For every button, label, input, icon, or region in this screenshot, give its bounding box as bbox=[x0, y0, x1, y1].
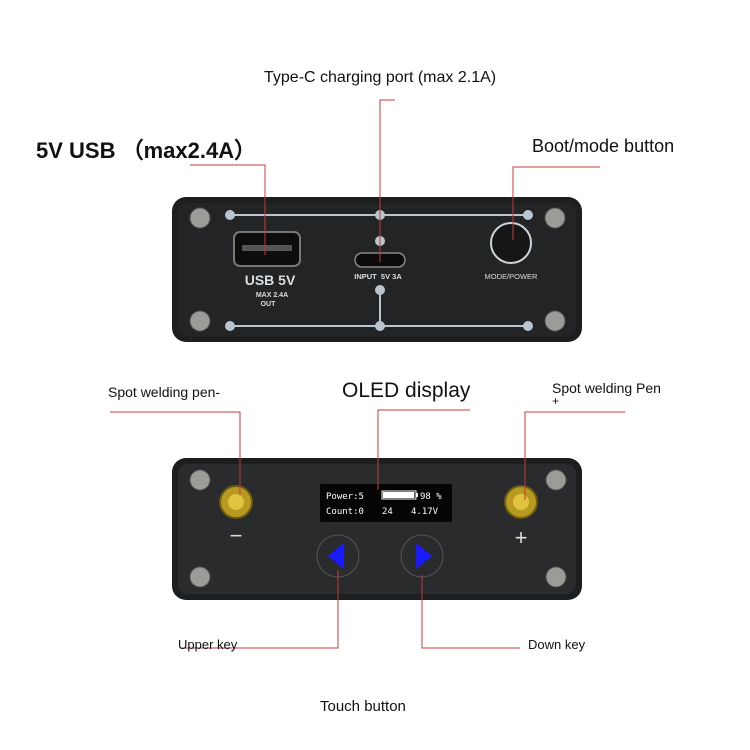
boot-label: Boot/mode button bbox=[532, 136, 675, 156]
front-panel: USB 5V MAX 2.4A OUT INPUT 5V 3A MODE/POW… bbox=[172, 197, 582, 342]
minus-label: − bbox=[230, 523, 243, 548]
right-arrow-icon bbox=[416, 543, 432, 569]
oled-voltage: 4.17V bbox=[411, 507, 439, 517]
screw-icon bbox=[189, 469, 567, 588]
oled-display: Power:5 98 % Count:0 24 4.17V bbox=[320, 484, 452, 522]
pen-minus-label: Spot welding pen- bbox=[108, 384, 221, 400]
oled-power: Power:5 bbox=[326, 492, 364, 502]
touch-label: Touch button bbox=[320, 698, 406, 715]
usb-max: MAX 2.4A bbox=[256, 292, 288, 299]
usb-title: USB 5V bbox=[245, 272, 296, 288]
oled-temp: 24 bbox=[382, 507, 393, 517]
battery-fill bbox=[383, 492, 415, 498]
pen-plus-label: Spot welding Pen bbox=[552, 380, 661, 396]
usb-label: 5V USB （max2.4A） bbox=[36, 138, 257, 163]
left-arrow-icon bbox=[328, 543, 344, 569]
oled-count: Count:0 bbox=[326, 507, 364, 517]
plus-label: + bbox=[515, 525, 528, 550]
screw-icon bbox=[189, 207, 566, 332]
oled-label: OLED display bbox=[342, 379, 471, 402]
oled-battery-pct: 98 % bbox=[420, 492, 442, 502]
rear-panel: − + Power:5 98 % Count:0 24 4.17V bbox=[172, 458, 582, 600]
upper-key-label: Upper key bbox=[178, 637, 238, 652]
mode-button bbox=[490, 222, 532, 264]
down-key-label: Down key bbox=[528, 637, 586, 652]
usb-out: OUT bbox=[261, 301, 277, 308]
typec-label: Type-C charging port (max 2.1A) bbox=[264, 69, 497, 86]
mode-label: MODE/POWER bbox=[485, 272, 539, 281]
pen-plus-sign: + bbox=[552, 394, 560, 408]
leader-lines bbox=[110, 99, 625, 649]
input-label: INPUT 5V 3A bbox=[354, 272, 402, 281]
